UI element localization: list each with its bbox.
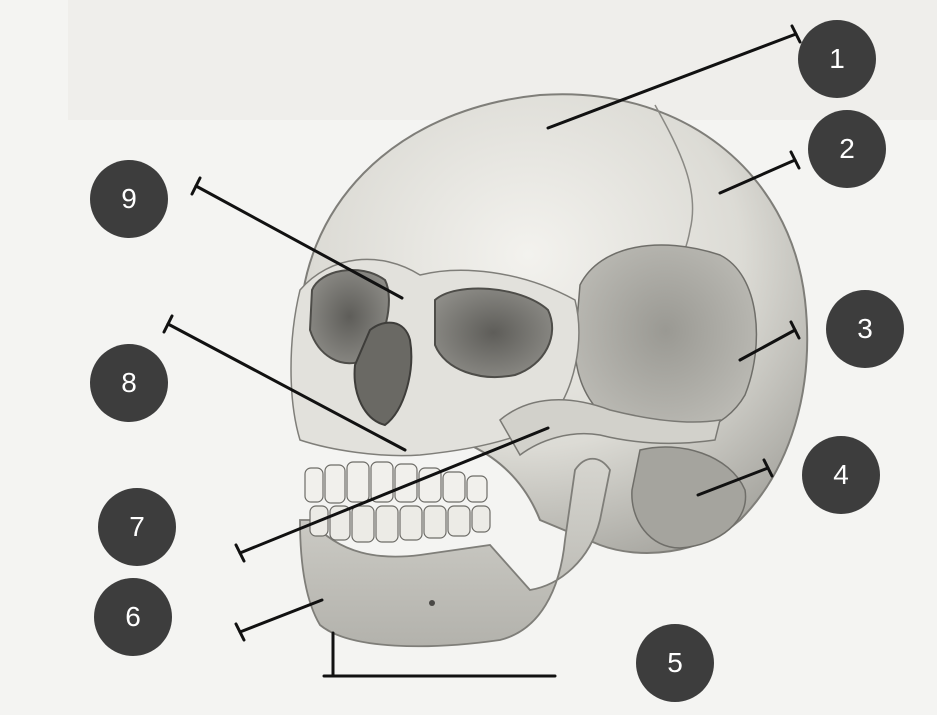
label-marker-1[interactable]: 1	[798, 20, 876, 98]
label-marker-2[interactable]: 2	[808, 110, 886, 188]
label-marker-3[interactable]: 3	[826, 290, 904, 368]
left-orbit	[435, 289, 552, 377]
label-marker-5[interactable]: 5	[636, 624, 714, 702]
label-marker-9[interactable]: 9	[90, 160, 168, 238]
lower-teeth	[310, 506, 490, 542]
label-marker-7[interactable]: 7	[98, 488, 176, 566]
label-marker-6[interactable]: 6	[94, 578, 172, 656]
label-marker-4[interactable]: 4	[802, 436, 880, 514]
mental-foramen	[429, 600, 435, 606]
label-marker-8[interactable]: 8	[90, 344, 168, 422]
